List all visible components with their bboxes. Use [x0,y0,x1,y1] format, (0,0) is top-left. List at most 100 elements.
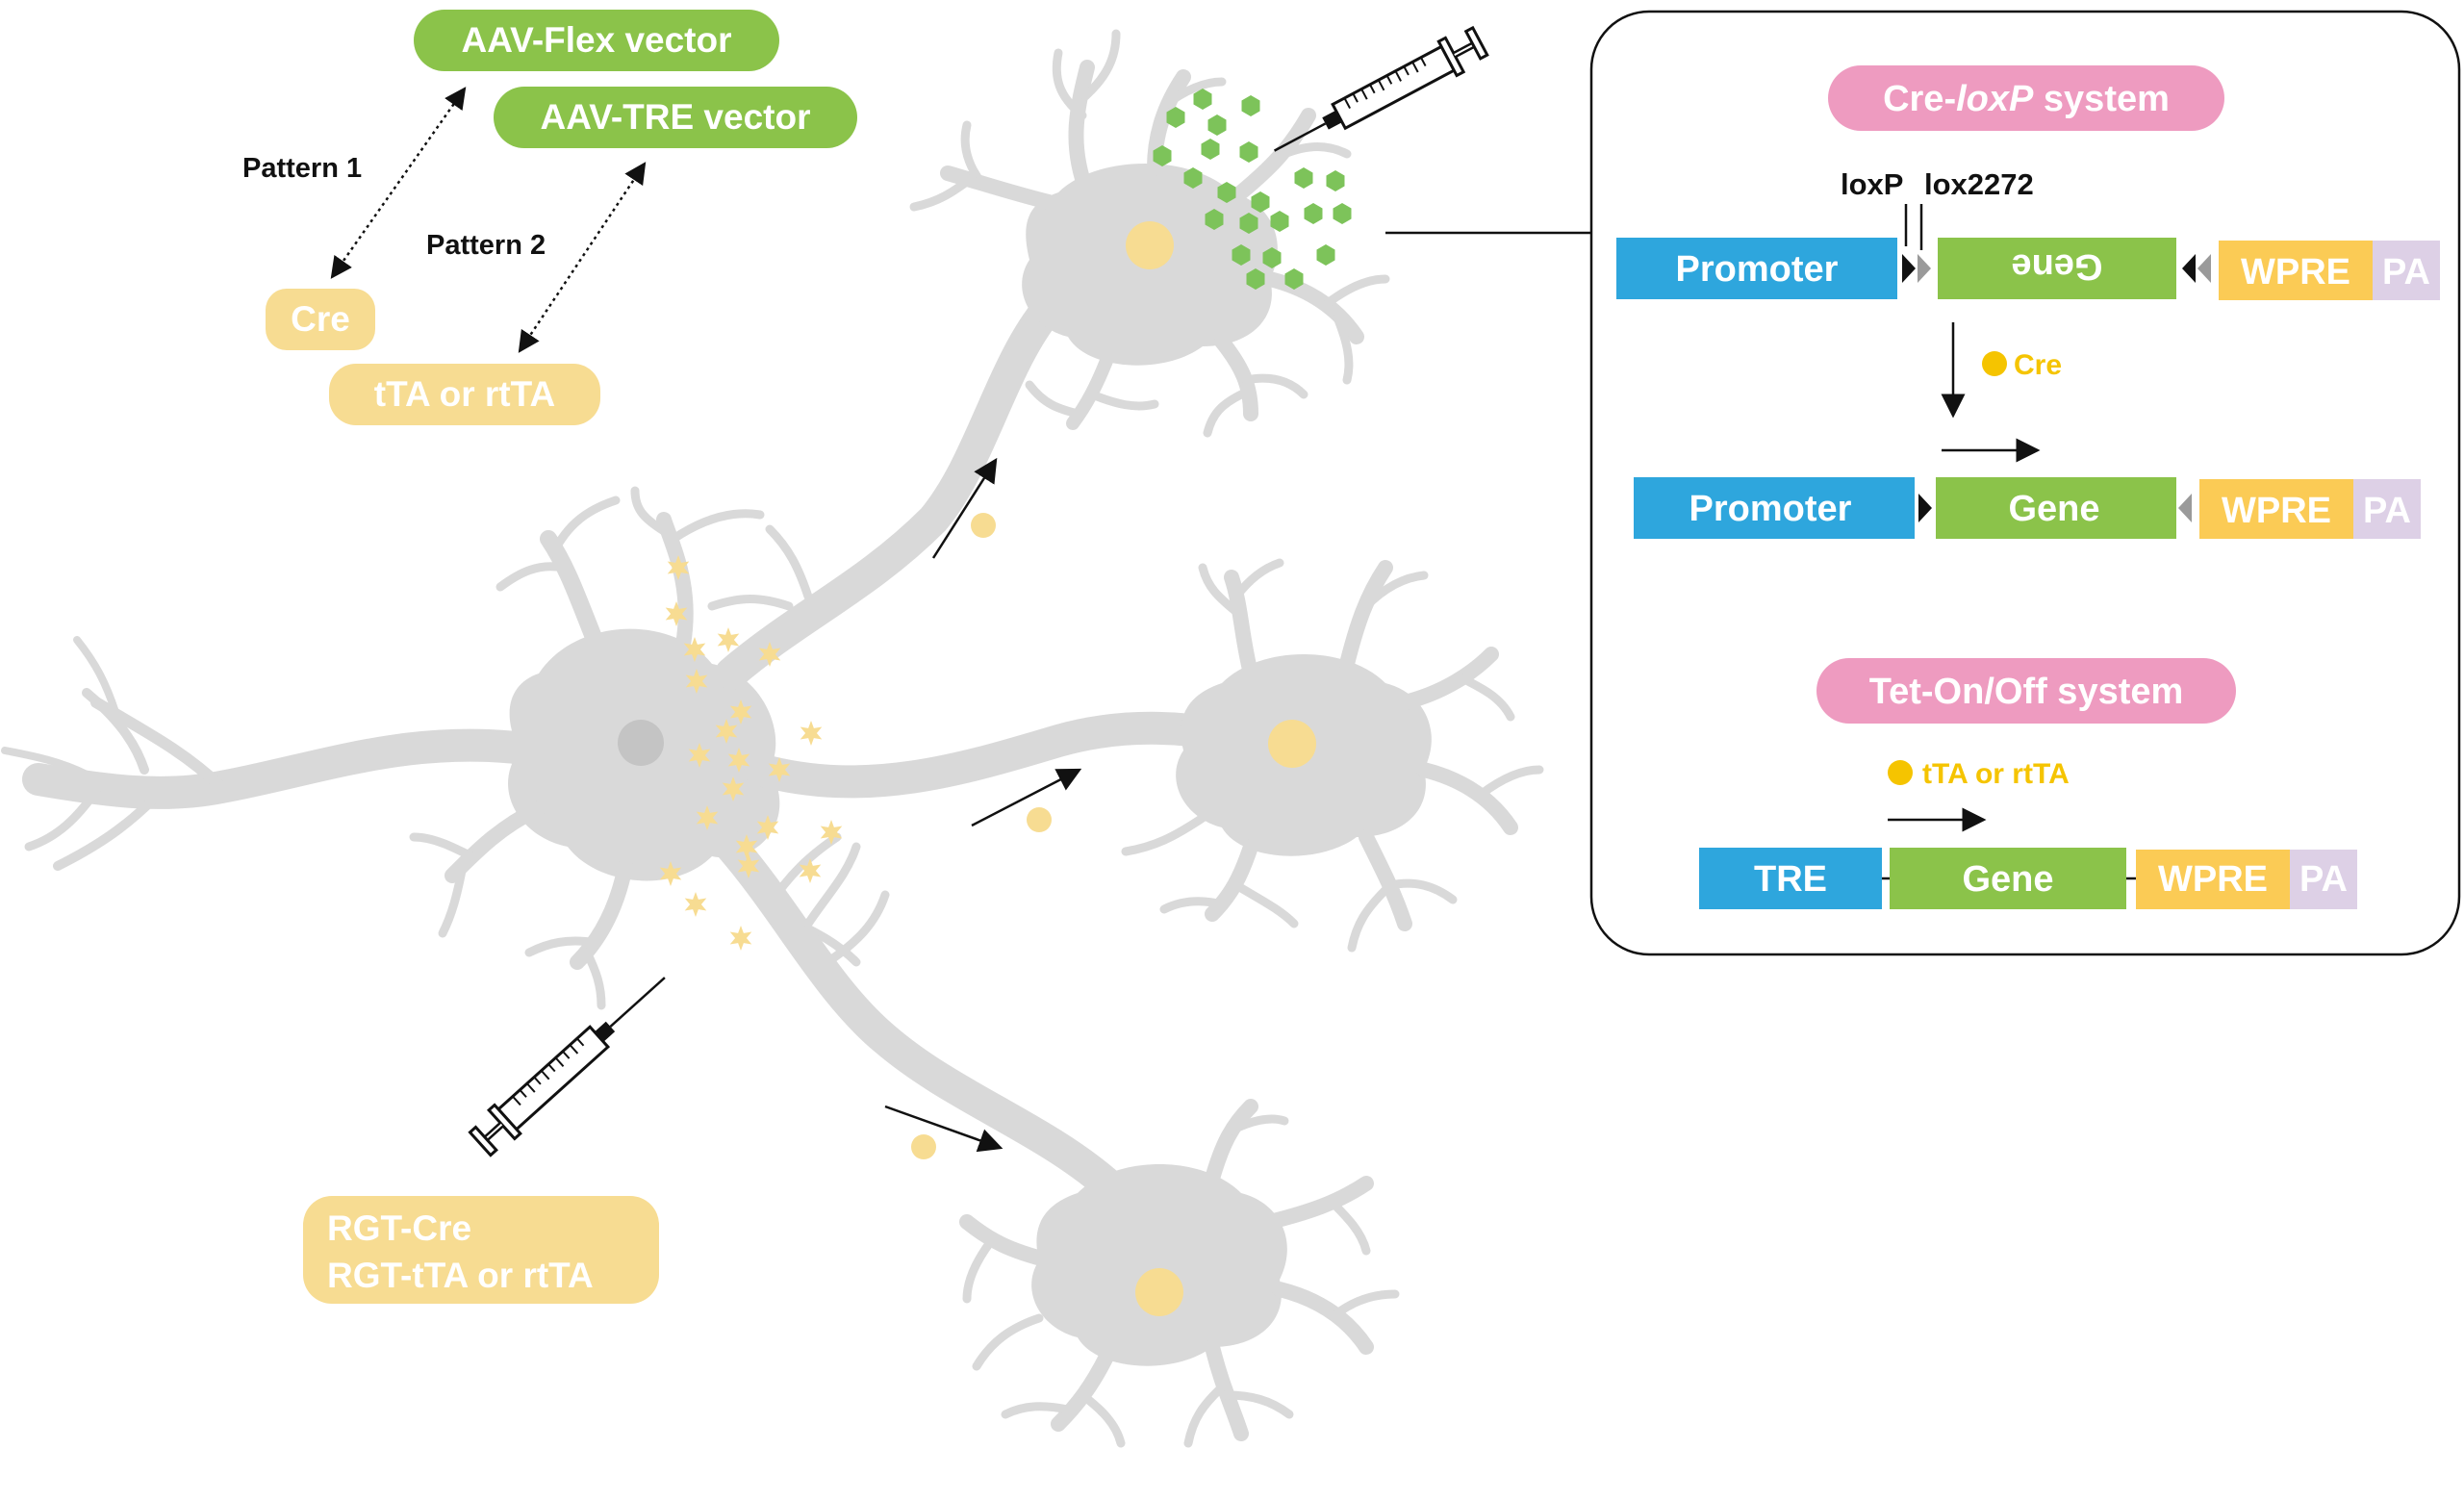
expression-systems-panel: Cre-loxP system loxP lox2272 Promoter Ge… [1589,10,2461,956]
aav-particle [1270,211,1289,232]
rgt-particles [659,555,843,951]
loxp-label: loxP [1841,167,1903,201]
aav-particle [1201,139,1220,160]
rgt-particle [729,699,752,725]
cre-label: Cre [291,299,350,339]
tre-label: TRE [1754,859,1827,900]
transported-particle [1027,807,1052,832]
gene-label: Gene [1962,859,2053,900]
rgt-particle [799,858,822,883]
rgt-particle [684,892,707,917]
lox2272-label: lox2272 [1924,167,2034,201]
tta-pill [329,364,600,425]
rgt-particle [696,805,719,830]
wpre-block [2219,241,2373,300]
rgt-particle [667,555,690,580]
promoter-block [1634,477,1915,539]
rgt-particle [758,642,781,667]
lox2272-site-icon [2197,254,2211,283]
tta-label: tTA or rtTA [374,374,555,414]
rgt-tta-label: RGT-tTA or rtTA [327,1256,594,1295]
gene-label: Gene [2008,489,2099,529]
aav-particle [1217,182,1236,203]
source-nucleus [618,720,664,766]
aav-tre-label: AAV-TRE vector [541,97,811,137]
transport-arrows [884,457,1082,1153]
arrow-to-bottom-neuron [884,1105,1003,1153]
pa-block [2290,850,2357,909]
wpre-label: WPRE [2222,491,2331,531]
aav-particle [1183,167,1203,189]
aav-particle [1205,209,1224,230]
gene-inverted-block [1938,238,2176,299]
aav-particle [1166,107,1185,128]
aav-tre-pill [494,87,857,148]
aav-flex-label: AAV-Flex vector [461,20,731,60]
cre-recombinase-label: Cre [2014,349,2062,381]
pa-label: PA [2299,859,2348,900]
rgt-particle [688,743,711,768]
rgt-particle [820,820,843,845]
syringe-icon [1273,25,1489,152]
aav-particle [1251,191,1270,213]
arrow-to-middle-neuron [971,768,1082,827]
promoter-label: Promoter [1689,489,1852,529]
loxp-site-icon [1902,254,1916,283]
lox2272-site-icon [1918,254,1931,283]
pa-label: PA [2382,252,2430,292]
promoter-label: Promoter [1676,249,1839,290]
aav-flex-pill [414,10,779,71]
rgt-particle [735,834,758,859]
pa-block [2373,241,2440,300]
lox2272-site-icon [2178,494,2192,522]
aav-particle [1326,170,1345,191]
aav-particle [1239,213,1258,234]
pattern2-label: Pattern 2 [426,230,546,261]
syringe-icon [468,977,666,1157]
cre-dot [1982,351,2007,376]
aav-particle [1153,145,1172,166]
target-neuron-middle [1121,558,1544,953]
aav-particles [1153,89,1352,290]
tta-dot [1888,760,1913,785]
rgt-particle [800,721,823,746]
rgt-particle [722,776,745,801]
wpre-block [2136,850,2290,909]
aav-particle [1193,89,1212,110]
aav-particle [1241,95,1260,116]
aav-particle [1316,244,1335,266]
target-neuron-bottom [959,1099,1400,1448]
neuron-network [1,29,1544,1448]
transported-particle [911,1134,936,1159]
target-nucleus-top [1126,221,1174,269]
rgt-particle [756,815,779,840]
vector-legend: AAV-Flex vector AAV-TRE vector Pattern 1… [242,10,857,425]
target-nucleus-middle [1268,720,1316,768]
rgt-particle [737,853,760,878]
rgt-cre-label: RGT-Cre [327,1208,471,1248]
pa-block [2353,479,2421,539]
aav-particle [1239,141,1258,163]
cre-pill [266,289,375,350]
rgt-particle [659,861,682,886]
target-nucleus-bottom [1135,1268,1183,1316]
pattern1-label: Pattern 1 [242,153,362,184]
rgt-particle [717,627,740,652]
wpre-block [2199,479,2353,539]
pattern1-arrow [330,87,467,279]
aav-particle [1232,244,1251,266]
cre-lox-title-pill [1828,65,2224,131]
rgt-legend: RGT-Cre RGT-tTA or rtTA [303,1196,659,1304]
rgt-pill [303,1196,659,1304]
tre-block [1699,848,1882,909]
loxp-site-icon [2182,254,2196,283]
aav-particle [1262,247,1282,268]
aav-particle [1284,268,1304,290]
promoter-block [1616,238,1897,299]
aav-particle [1304,203,1323,224]
loxp-site-icon [1918,494,1932,522]
pa-label: PA [2363,491,2411,531]
gene-block [1936,477,2176,539]
gene-block [1890,848,2126,909]
